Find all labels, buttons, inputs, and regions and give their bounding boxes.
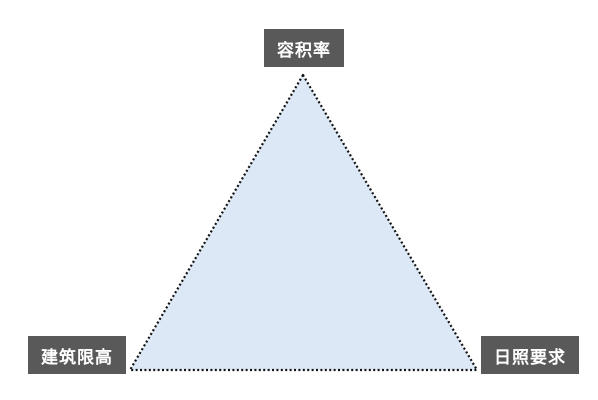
node-label-bottom-left: 建筑限高 <box>28 336 126 374</box>
triangle-shape <box>128 73 479 372</box>
node-label-top-text: 容积率 <box>277 40 331 61</box>
node-label-top: 容积率 <box>264 29 344 67</box>
node-label-bottom-left-text: 建筑限高 <box>41 347 113 368</box>
node-label-bottom-right: 日照要求 <box>481 336 579 374</box>
node-label-bottom-right-text: 日照要求 <box>494 347 566 368</box>
